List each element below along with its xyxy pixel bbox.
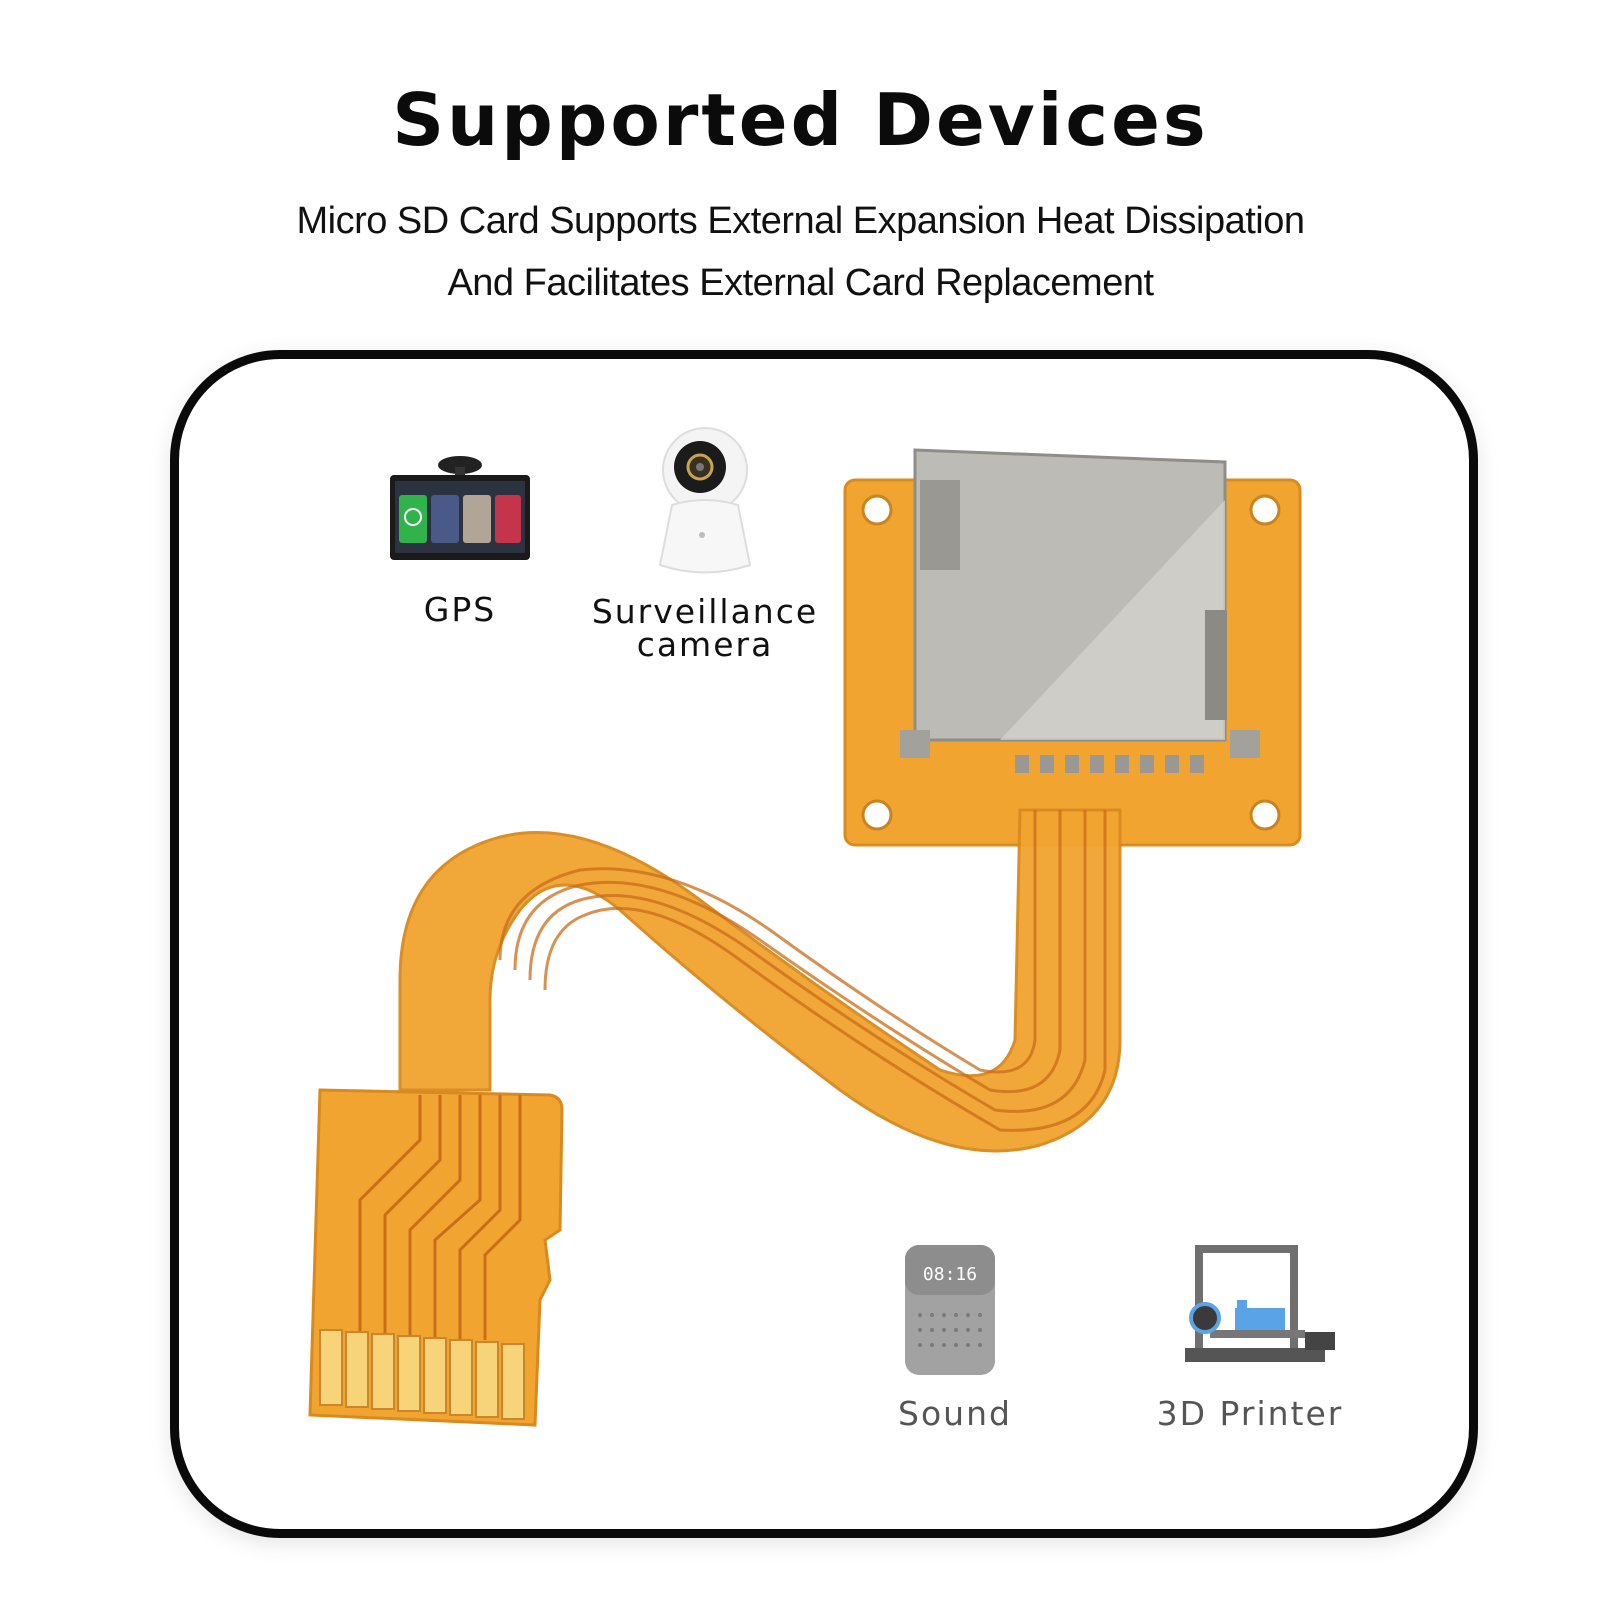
sd-extension-cable-image	[308, 448, 1302, 1427]
device-label-surveillance-camera: Surveillance camera	[590, 595, 820, 661]
3d-printer-icon	[1185, 1245, 1335, 1362]
subtitle-line-1: Micro SD Card Supports External Expansio…	[296, 200, 1305, 242]
page-title: Supported Devices	[392, 78, 1209, 162]
smart-speaker-icon: 08:16	[905, 1245, 995, 1375]
speaker-clock-display: 08:16	[923, 1264, 977, 1285]
gps-navigator-icon	[390, 456, 530, 560]
device-label-line-1: Surveillance	[591, 592, 819, 631]
device-label-sound: Sound	[898, 1394, 1012, 1433]
device-label-line-2: camera	[636, 625, 774, 664]
security-camera-icon	[658, 427, 752, 574]
subtitle-line-2: And Facilitates External Card Replacemen…	[447, 262, 1154, 304]
device-label-3d-printer: 3D Printer	[1156, 1394, 1344, 1433]
device-label-gps: GPS	[423, 590, 497, 629]
